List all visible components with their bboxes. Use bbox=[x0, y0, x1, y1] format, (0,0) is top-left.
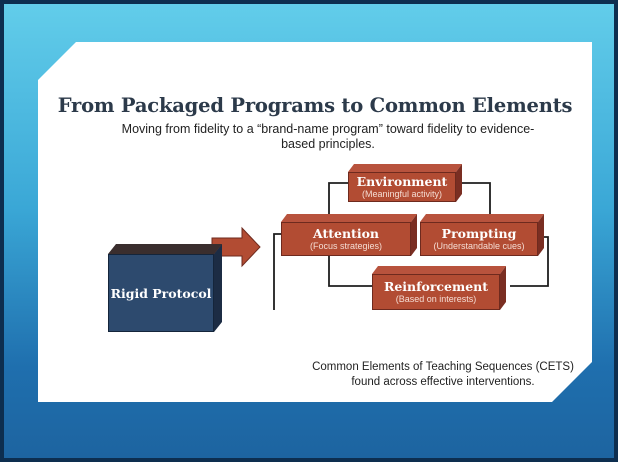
slide-title: From Packaged Programs to Common Element… bbox=[57, 94, 573, 117]
environment-block: Environment (Meaningful activity) bbox=[348, 164, 462, 202]
attention-subtitle: (Focus strategies) bbox=[309, 240, 383, 251]
env-to-right-line bbox=[458, 183, 490, 216]
environment-subtitle: (Meaningful activity) bbox=[361, 188, 443, 199]
attention-title: Attention bbox=[312, 225, 379, 241]
prompting-title: Prompting bbox=[441, 225, 517, 241]
environment-title: Environment bbox=[356, 173, 448, 189]
cets-caption: Common Elements of Teaching Sequences (C… bbox=[312, 361, 574, 388]
prompting-subtitle: (Understandable cues) bbox=[433, 240, 525, 251]
rigid-protocol-label: Rigid Protocol bbox=[108, 254, 214, 332]
slide-background: From Packaged Programs to Common Element… bbox=[4, 4, 614, 458]
reinforcement-subtitle: (Based on interests) bbox=[395, 293, 477, 304]
reinforcement-block: Reinforcement (Based on interests) bbox=[372, 266, 506, 310]
attention-block: Attention (Focus strategies) bbox=[281, 214, 417, 256]
env-to-left-line bbox=[329, 183, 348, 216]
slide-subtitle: Moving from fidelity to a “brand-name pr… bbox=[121, 122, 535, 151]
rigid-protocol-block: Rigid Protocol bbox=[108, 244, 222, 332]
reinforcement-title: Reinforcement bbox=[383, 278, 489, 294]
connector-lines bbox=[38, 42, 592, 402]
prompting-block: Prompting (Understandable cues) bbox=[420, 214, 544, 256]
bracket-line bbox=[274, 234, 281, 310]
attention-to-reinf-line bbox=[329, 254, 374, 286]
author-signature: Mr. Nathe bbox=[572, 408, 588, 420]
content-card: From Packaged Programs to Common Element… bbox=[38, 42, 592, 402]
